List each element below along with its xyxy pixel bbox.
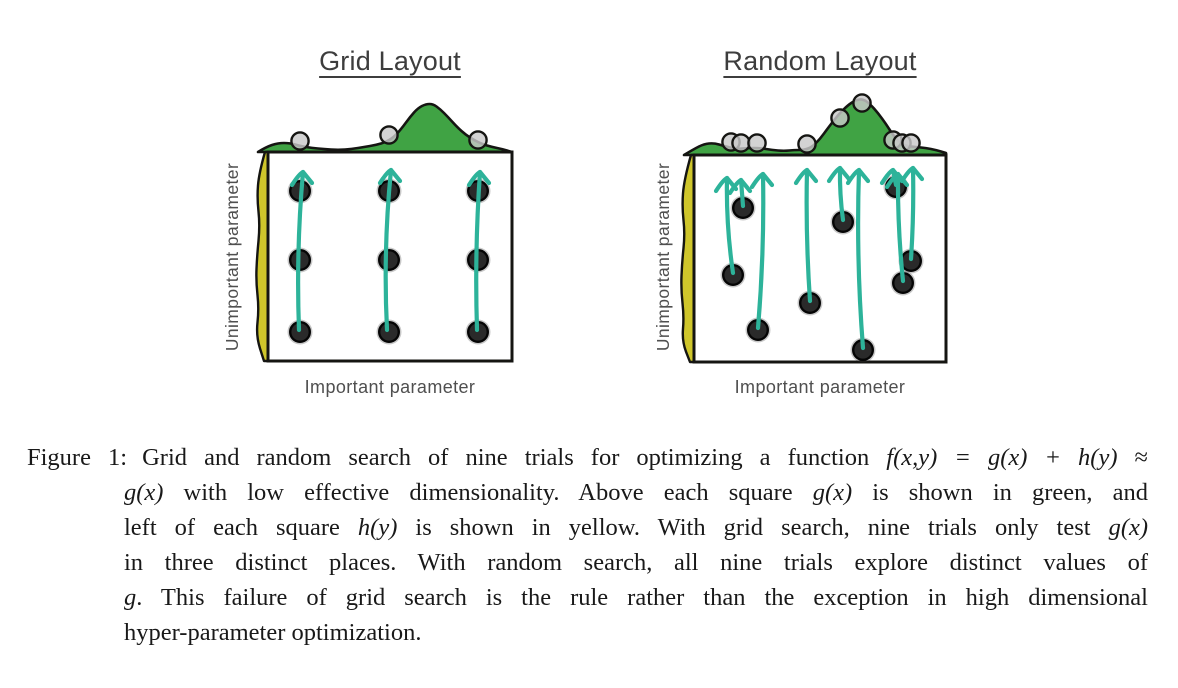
caption-text: with low effective dimensionality. Above… [163,479,813,506]
projection-arrow-head-random [727,177,753,196]
projection-arrow-shaft-random [837,165,846,223]
projected-point-grid [379,125,399,145]
projection-arrow-shaft-grid [474,169,483,333]
caption-text: left of each square [124,514,358,541]
math-text: g [124,584,137,611]
projection-arrow-shaft-random [856,167,866,351]
projected-point-grid [468,130,488,150]
projection-arrow-shaft-random [804,167,813,304]
caption-line: hyper-parameter optimization. [27,615,1148,650]
projection-arrow-head-random [713,175,739,194]
trial-dot-grid [378,248,401,271]
caption-text: is shown in green, and [852,479,1148,506]
projection-arrow-head-random [826,165,852,184]
panel-title-grid: Grid Layout [319,46,461,76]
y-axis-label-grid: Unimportant parameter [222,162,242,352]
projection-arrow-shaft-grid [296,169,306,333]
caption-line: Figure 1: Grid and random search of nine … [27,440,1148,475]
x-axis-label-grid: Important parameter [304,377,476,397]
yellow-hy-curve-grid [255,150,270,363]
projection-arrow-head-random [749,171,775,190]
panel-title-random: Random Layout [723,46,917,76]
projection-arrow-head-random [879,167,905,186]
trial-dot-grid [378,321,401,344]
caption-line: in three distinct places. With random se… [27,545,1148,580]
math-text: h(y) [357,514,398,541]
projection-arrow-shaft-random [895,171,906,284]
projected-point-random [797,134,817,154]
caption-text: hyper-parameter optimization. [124,619,422,646]
projection-arrow-head-grid [289,169,315,188]
caption-text: . This failure of grid search is the rul… [136,584,1148,611]
projection-arrow-head-random [845,167,871,186]
projected-point-random [852,93,872,113]
projection-arrow-shaft-grid [383,167,394,333]
projected-point-random [901,133,921,153]
projection-arrow-shaft-random [755,171,766,331]
caption-line: left of each square h(y) is shown in yel… [27,510,1148,545]
caption-text: Grid and random search of nine trials fo… [142,444,887,471]
projection-arrow-head-random [884,171,910,190]
x-axis-label-random: Important parameter [734,377,906,397]
caption-line: g. This failure of grid search is the ru… [27,580,1148,615]
caption-text: ≈ [1117,444,1149,471]
math-text: g(x) [812,479,853,506]
figure-canvas [255,93,948,364]
projected-point-random [830,108,850,128]
math-text: g(x) [124,479,164,506]
figure-caption: Figure 1: Grid and random search of nine … [27,440,1148,650]
y-axis-label-random: Unimportant parameter [653,162,673,352]
caption-text: is shown in yellow. With grid search, ni… [397,514,1109,541]
figure-number-label: Figure 1: [27,444,128,471]
projection-arrow-head-random [793,167,819,186]
projection-arrow-shaft-random [724,175,736,276]
caption-text: in three distinct places. With random se… [124,549,1148,576]
yellow-hy-curve-random [680,153,696,364]
math-text: g(x) [1108,514,1149,541]
projection-arrow-head-grid [377,167,403,186]
projected-point-random [731,133,751,153]
caption-line: g(x) with low effective dimensionality. … [27,475,1148,510]
projection-arrow-head-grid [466,169,492,188]
math-text: f(x,y) = g(x) + h(y) [886,444,1118,471]
projected-point-grid [290,131,310,151]
projected-point-random [747,133,767,153]
projection-arrow-shaft-random [908,165,916,262]
projection-arrow-head-random [899,165,925,184]
